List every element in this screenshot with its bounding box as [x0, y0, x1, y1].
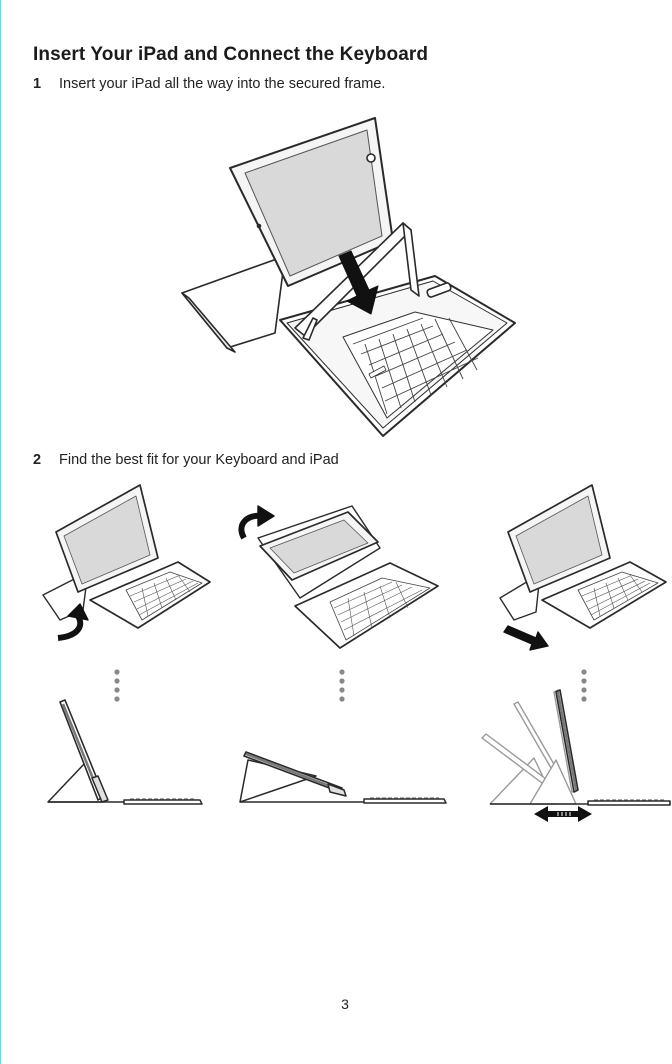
- page-edge-line: [0, 0, 1, 1064]
- page-number: 3: [341, 996, 349, 1012]
- side-profile-2: [239, 751, 447, 804]
- position-3-illustration: [499, 484, 667, 651]
- step-text: Find the best fit for your Keyboard and …: [59, 452, 339, 468]
- step-text: Insert your iPad all the way into the se…: [59, 76, 386, 92]
- double-arrow-icon: [534, 806, 592, 822]
- section-title: Insert Your iPad and Connect the Keyboar…: [33, 44, 429, 65]
- side-profile-3: [481, 689, 671, 822]
- curved-arrow-icon: [238, 505, 275, 540]
- down-arrow-icon: [338, 250, 379, 315]
- dotted-line-icon: [581, 669, 587, 702]
- keyboard-base: [279, 275, 516, 437]
- dotted-line-icon: [114, 669, 120, 702]
- position-2-illustration: [238, 505, 439, 649]
- step-number: 1: [33, 76, 42, 92]
- curved-arrow-icon: [57, 603, 89, 641]
- position-1-illustration: [42, 484, 211, 641]
- insert-ipad-illustration: [181, 117, 516, 437]
- ipad-illustration: [229, 117, 394, 287]
- step-number: 2: [33, 452, 42, 468]
- dotted-line-icon: [339, 669, 345, 702]
- side-profile-1: [47, 699, 203, 805]
- slide-arrow-icon: [503, 625, 549, 651]
